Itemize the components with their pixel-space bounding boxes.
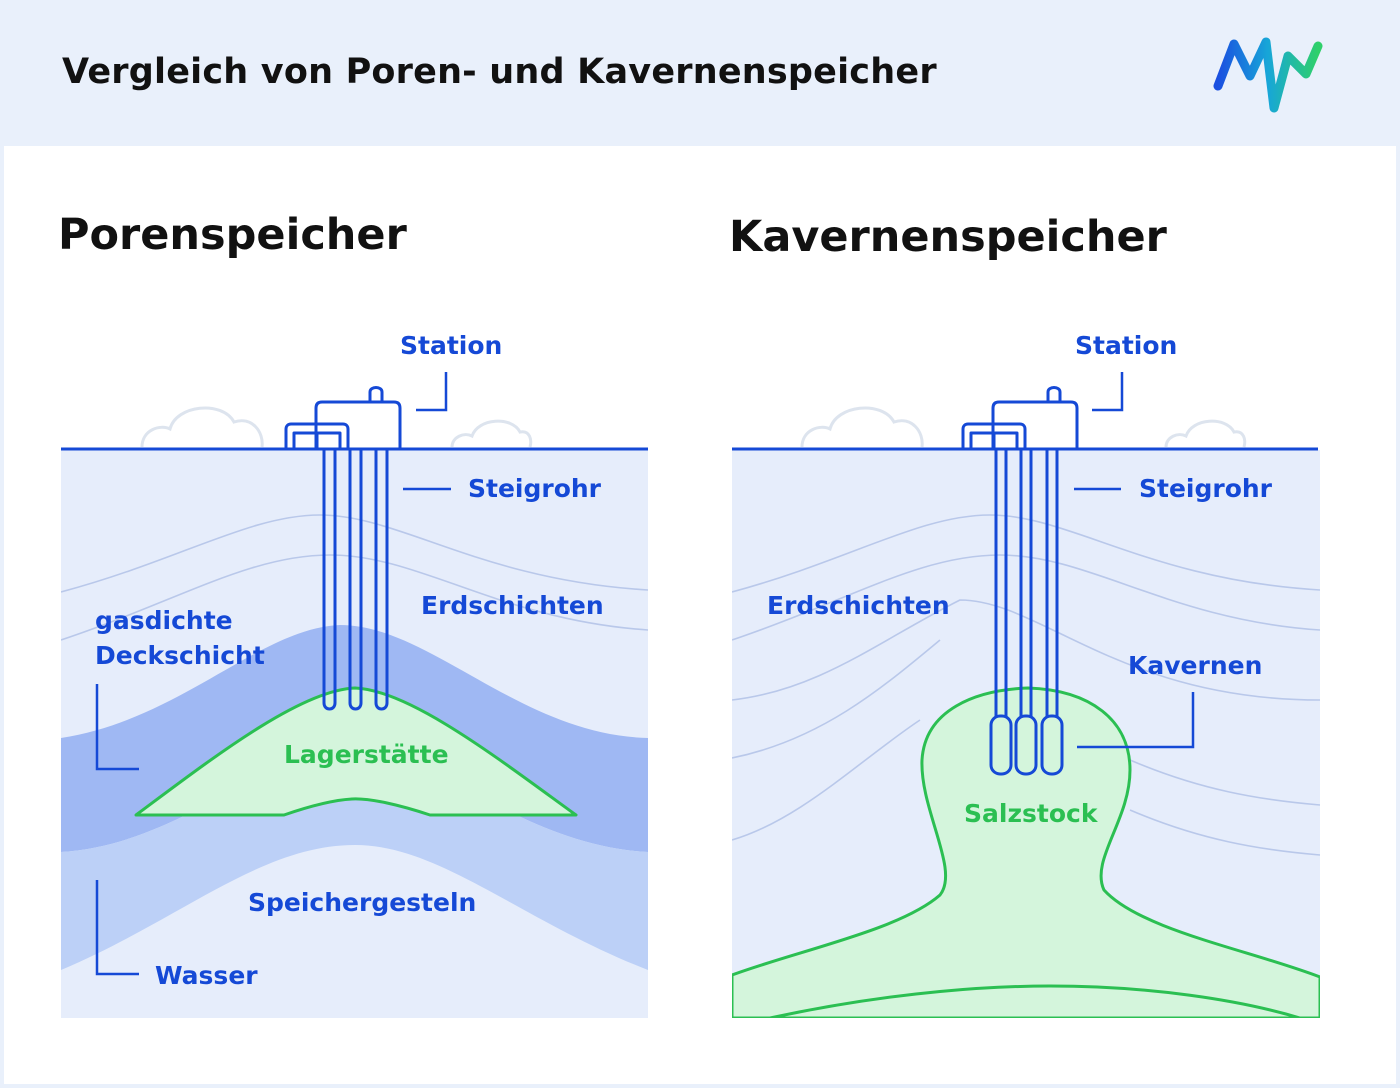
deckschicht-label-line1: gasdichte (95, 606, 233, 635)
porenspeicher-title: Porenspeicher (58, 210, 407, 260)
steigrohr-label: Steigrohr (468, 474, 602, 503)
kavernenspeicher-title: Kavernenspeicher (729, 212, 1167, 262)
salzstock-label: Salzstock (964, 799, 1099, 828)
salzstock-base-line (769, 984, 1301, 1018)
lagerstaette-deposit (134, 686, 578, 817)
steigrohr-pipes (994, 449, 1059, 718)
speichergestein-label: Speichergesteln (248, 888, 476, 917)
station-label: Station (400, 331, 502, 360)
porenspeicher-diagram: Station Steigrohr Erdschichten gasdichte… (61, 331, 648, 1018)
station-label: Station (1075, 331, 1177, 360)
earth-layer-lines (732, 514, 1320, 856)
erdschichten-label: Erdschichten (421, 591, 604, 620)
cloud-icon (450, 419, 533, 448)
lagerstaette-label: Lagerstätte (284, 740, 449, 769)
kavernen-chambers (989, 714, 1064, 776)
header-bar: Vergleich von Poren- und Kavernenspeiche… (0, 0, 1400, 146)
cloud-icon (140, 406, 264, 448)
kavernenspeicher-diagram: Station Steigrohr Erdschichten Kavernen … (732, 331, 1320, 1018)
deckschicht-label-line2: Deckschicht (95, 641, 265, 670)
steigrohr-label: Steigrohr (1139, 474, 1273, 503)
mw-logo-icon (1213, 37, 1323, 113)
steigrohr-pipes (322, 449, 389, 711)
callout-lines (1074, 372, 1195, 749)
station-building (284, 386, 402, 449)
cloud-icon (800, 406, 924, 448)
callout-lines (95, 372, 451, 976)
erdschichten-label: Erdschichten (767, 591, 950, 620)
station-building (961, 386, 1079, 449)
page-title: Vergleich von Poren- und Kavernenspeiche… (62, 52, 937, 92)
salzstock-dome (732, 686, 1320, 1018)
kavernen-label: Kavernen (1128, 651, 1262, 680)
wasser-label: Wasser (155, 961, 258, 990)
earth-layer-lines (61, 514, 648, 641)
cloud-icon (1164, 419, 1247, 448)
